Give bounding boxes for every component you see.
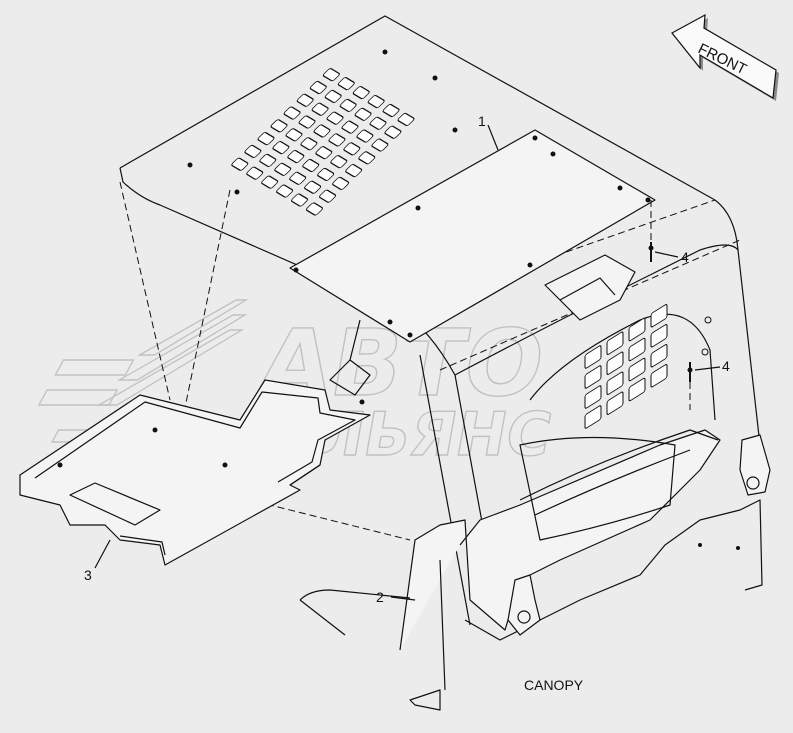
floor-mat-part-3 [19, 379, 371, 566]
roof-bracket [329, 254, 636, 396]
hinge-brackets [507, 434, 771, 636]
callout-4-upper: 4 [681, 249, 689, 265]
roof-panel-part-1 [289, 129, 656, 343]
callout-2: 2 [376, 589, 384, 605]
callout-4-lower: 4 [722, 358, 730, 374]
callout-1: 1 [478, 113, 486, 129]
front-direction-arrow: FRONT [671, 13, 779, 101]
fastener-part-4-upper [648, 200, 654, 262]
callout-3: 3 [84, 567, 92, 583]
leader-lines [94, 124, 721, 601]
diagram-caption: CANOPY [524, 677, 584, 693]
roof-grille [187, 49, 458, 217]
rear-grille [529, 304, 716, 430]
fastener-part-4-lower [687, 362, 693, 410]
side-panel-part-2 [299, 429, 763, 711]
